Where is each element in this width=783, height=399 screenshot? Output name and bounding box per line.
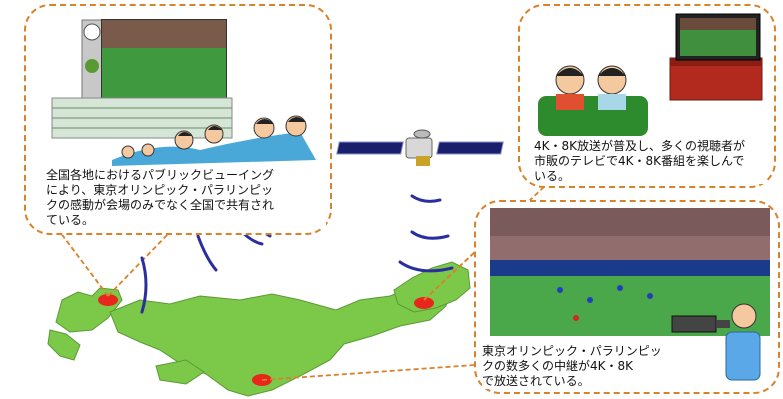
caption-public-viewing: 全国各地におけるパブリックビューイング により、東京オリンピック・パラリンピッ … — [46, 168, 326, 228]
leader-line-west — [59, 231, 109, 297]
crowd-wave — [112, 132, 316, 166]
satellite-icon — [336, 129, 504, 166]
signal-wave-left-2 — [196, 234, 218, 272]
map-marker-east — [414, 297, 434, 309]
leader-line-south — [261, 364, 476, 381]
signal-wave-left-1 — [140, 256, 148, 314]
map-marker-west — [98, 294, 118, 306]
signal-wave-center-1 — [410, 194, 442, 203]
cameraman — [731, 303, 757, 329]
caption-home-viewing: 4K・8K放送が普及し、多くの視聴者が 市販のテレビで4K・8K番組を楽しんで … — [534, 139, 766, 184]
advertising-boards — [490, 260, 770, 276]
map-region-kyushu — [47, 329, 81, 361]
camera-icon — [671, 315, 717, 333]
map-region-shikoku — [155, 359, 205, 385]
caption-broadcast: 東京オリンピック・パラリンピッ クの数多くの中継が4K・8K で放送されている。 — [482, 344, 678, 389]
leader-line-west-2 — [107, 231, 171, 297]
stadium-clock-icon — [83, 23, 101, 41]
signal-wave-center-2 — [410, 230, 450, 240]
signal-wave-center-3 — [398, 260, 454, 273]
